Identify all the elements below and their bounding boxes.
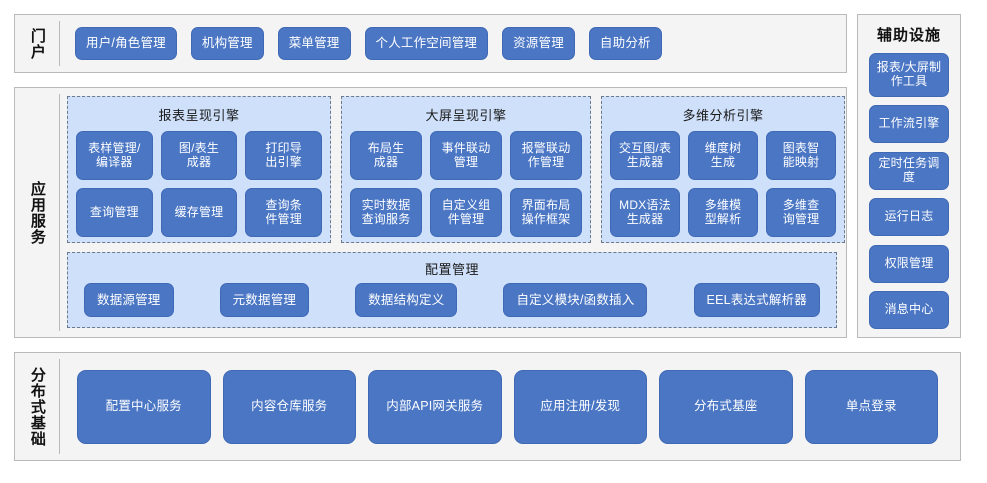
configuration-management-panel: 配置管理 数据源管理 元数据管理 数据结构定义 自定义模块/函数插入 EEL表达… [67, 252, 837, 328]
application-service-body: 报表呈现引擎 表样管理/ 编译器 图/表生 成器 打印导 出引擎 查询管理 缓存… [67, 96, 845, 329]
engine-item-realtime-data-query-service[interactable]: 实时数据 查询服务 [350, 188, 422, 237]
engine-item-ui-layout-operation-framework[interactable]: 界面布局 操作框架 [510, 188, 582, 237]
infra-label-divider [59, 359, 60, 454]
large-screen-rendering-engine-title: 大屏呈现引擎 [425, 108, 507, 123]
infra-item-internal-api-gateway-service[interactable]: 内部API网关服务 [368, 369, 502, 444]
engine-panel-row: 报表呈现引擎 表样管理/ 编译器 图/表生 成器 打印导 出引擎 查询管理 缓存… [67, 96, 845, 243]
engine-item-multidimensional-model-parsing[interactable]: 多维模 型解析 [688, 188, 758, 237]
auxiliary-facilities-item-list: 报表/大屏制 作工具 工作流引擎 定时任务调度 运行日志 权限管理 消息中心 [869, 53, 949, 329]
engine-item-layout-generator[interactable]: 布局生 成器 [350, 131, 422, 180]
config-item-metadata-management[interactable]: 元数据管理 [219, 283, 310, 317]
config-item-datasource-management[interactable]: 数据源管理 [84, 283, 174, 317]
engine-item-dimension-tree-generation[interactable]: 维度树 生成 [688, 131, 758, 180]
portal-label-divider [59, 21, 60, 66]
distributed-infrastructure-layer: 分布式基础 配置中心服务 内容仓库服务 内部API网关服务 应用注册/发现 分布… [14, 352, 961, 461]
multidimensional-analysis-engine-grid: 交互图/表 生成器 维度树 生成 图表智 能映射 MDX语法 生成器 多维模 型… [610, 131, 836, 237]
config-item-custom-module-function-insertion[interactable]: 自定义模块/函数插入 [503, 283, 648, 317]
large-screen-rendering-engine-grid: 布局生 成器 事件联动 管理 报警联动 作管理 实时数据 查询服务 自定义组 件… [350, 131, 582, 237]
application-service-layer-label-text: 应用服务 [28, 180, 46, 245]
configuration-management-item-list: 数据源管理 元数据管理 数据结构定义 自定义模块/函数插入 EEL表达式解析器 [78, 283, 826, 319]
config-item-eel-expression-parser[interactable]: EEL表达式解析器 [693, 283, 820, 317]
report-rendering-engine-title: 报表呈现引擎 [158, 108, 240, 123]
aux-item-report-screen-authoring-tool[interactable]: 报表/大屏制 作工具 [869, 53, 949, 97]
portal-item-resource-management[interactable]: 资源管理 [502, 27, 575, 60]
multidimensional-analysis-engine-title: 多维分析引擎 [682, 108, 764, 123]
portal-item-personal-workspace-management[interactable]: 个人工作空间管理 [364, 27, 489, 60]
large-screen-rendering-engine-panel: 大屏呈现引擎 布局生 成器 事件联动 管理 报警联动 作管理 实时数据 查询服务… [341, 96, 591, 243]
engine-item-query-condition-management[interactable]: 查询条 件管理 [245, 188, 322, 237]
engine-item-template-management-compiler[interactable]: 表样管理/ 编译器 [76, 131, 153, 180]
portal-item-self-service-analysis[interactable]: 自助分析 [588, 27, 662, 60]
aux-item-workflow-engine[interactable]: 工作流引擎 [869, 105, 949, 144]
distributed-infrastructure-item-list: 配置中心服务 内容仓库服务 内部API网关服务 应用注册/发现 分布式基座 单点… [67, 353, 950, 460]
engine-item-print-export-engine[interactable]: 打印导 出引擎 [245, 131, 322, 180]
engine-item-multidimensional-query-management[interactable]: 多维查 询管理 [766, 188, 836, 237]
engine-item-mdx-syntax-generator[interactable]: MDX语法 生成器 [610, 188, 680, 237]
distributed-infrastructure-layer-label-text: 分布式基础 [28, 366, 46, 447]
configuration-management-title: 配置管理 [424, 262, 479, 277]
aux-item-message-center[interactable]: 消息中心 [869, 290, 949, 329]
portal-item-menu-management[interactable]: 菜单管理 [277, 27, 351, 60]
aux-item-permission-management[interactable]: 权限管理 [869, 244, 949, 283]
infra-item-config-center-service[interactable]: 配置中心服务 [77, 369, 211, 444]
multidimensional-analysis-engine-panel: 多维分析引擎 交互图/表 生成器 维度树 生成 图表智 能映射 MDX语法 生成… [601, 96, 845, 243]
infra-item-distributed-base[interactable]: 分布式基座 [659, 369, 793, 444]
engine-item-custom-component-management[interactable]: 自定义组 件管理 [430, 188, 502, 237]
engine-item-chart-table-generator[interactable]: 图/表生 成器 [160, 131, 238, 180]
portal-item-user-role-management[interactable]: 用户/角色管理 [75, 27, 177, 60]
aux-item-runtime-log[interactable]: 运行日志 [869, 198, 949, 237]
engine-item-chart-smart-mapping[interactable]: 图表智 能映射 [766, 131, 836, 180]
portal-layer-label-text: 门户 [28, 27, 46, 60]
portal-item-org-management[interactable]: 机构管理 [190, 27, 264, 60]
engine-item-event-linkage-management[interactable]: 事件联动 管理 [430, 131, 502, 180]
auxiliary-facilities-title: 辅助设施 [876, 27, 941, 44]
report-rendering-engine-grid: 表样管理/ 编译器 图/表生 成器 打印导 出引擎 查询管理 缓存管理 查询条 … [76, 131, 322, 237]
infra-item-content-repository-service[interactable]: 内容仓库服务 [222, 369, 356, 444]
infra-item-app-registration-discovery[interactable]: 应用注册/发现 [513, 369, 647, 444]
application-service-layer: 应用服务 报表呈现引擎 表样管理/ 编译器 图/表生 成器 打印导 出引擎 查询… [14, 87, 847, 338]
portal-layer: 门户 用户/角色管理 机构管理 菜单管理 个人工作空间管理 资源管理 自助分析 [14, 14, 847, 73]
engine-item-cache-management[interactable]: 缓存管理 [160, 188, 238, 237]
portal-item-list: 用户/角色管理 机构管理 菜单管理 个人工作空间管理 资源管理 自助分析 [67, 15, 838, 72]
config-item-data-structure-definition[interactable]: 数据结构定义 [355, 283, 458, 317]
report-rendering-engine-panel: 报表呈现引擎 表样管理/ 编译器 图/表生 成器 打印导 出引擎 查询管理 缓存… [67, 96, 331, 243]
infra-item-single-sign-on[interactable]: 单点登录 [804, 369, 938, 444]
distributed-infrastructure-layer-label: 分布式基础 [15, 353, 59, 460]
app-label-divider [59, 94, 60, 331]
portal-layer-label: 门户 [15, 15, 59, 72]
aux-item-scheduled-task-scheduling[interactable]: 定时任务调度 [869, 151, 949, 190]
engine-item-alarm-linkage-action-management[interactable]: 报警联动 作管理 [510, 131, 582, 180]
engine-item-interactive-chart-table-generator[interactable]: 交互图/表 生成器 [610, 131, 680, 180]
application-service-layer-label: 应用服务 [15, 88, 59, 337]
auxiliary-facilities-panel: 辅助设施 报表/大屏制 作工具 工作流引擎 定时任务调度 运行日志 权限管理 消… [857, 14, 961, 338]
engine-item-query-management[interactable]: 查询管理 [76, 188, 153, 237]
